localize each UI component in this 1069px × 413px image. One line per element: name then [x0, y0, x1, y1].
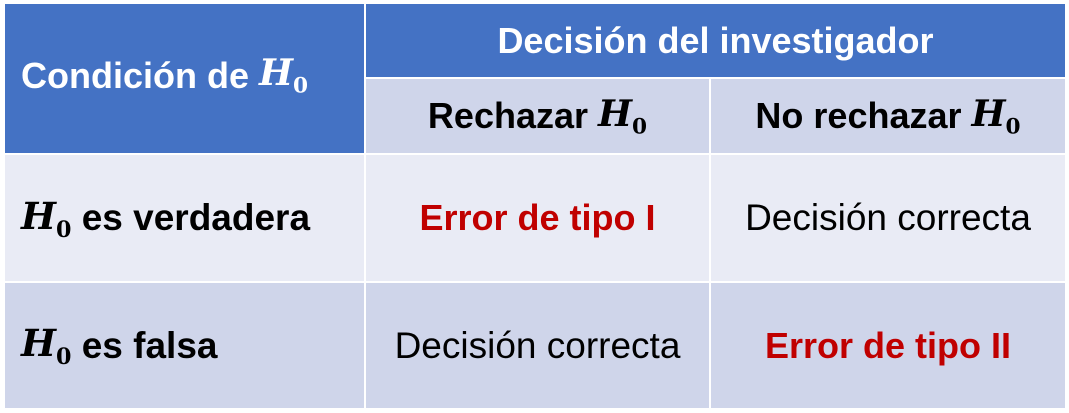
reject-column-header: Rechazar H0	[365, 78, 710, 154]
row-label-false: H0 es falsa	[4, 282, 365, 409]
h0-symbol: H0	[598, 92, 648, 140]
type-ii-error-cell: Error de tipo II	[710, 282, 1066, 409]
h0-symbol: H0	[21, 193, 72, 243]
row-label-true: H0 es verdadera	[4, 154, 365, 282]
correct-decision-cell: Decisión correcta	[710, 154, 1066, 282]
condition-header: Condición de H0	[4, 3, 365, 154]
correct-decision-cell: Decisión correcta	[365, 282, 710, 409]
h0-symbol: H0	[971, 92, 1021, 140]
h0-symbol: H0	[21, 321, 72, 370]
decision-table: Condición de H0 Decisión del investigado…	[4, 3, 1066, 409]
h0-symbol: H0	[259, 52, 309, 99]
condition-label: Condición de	[21, 54, 249, 96]
not-reject-column-header: No rechazar H0	[710, 78, 1066, 154]
type-i-error-cell: Error de tipo I	[365, 154, 710, 282]
decision-header: Decisión del investigador	[365, 3, 1066, 78]
